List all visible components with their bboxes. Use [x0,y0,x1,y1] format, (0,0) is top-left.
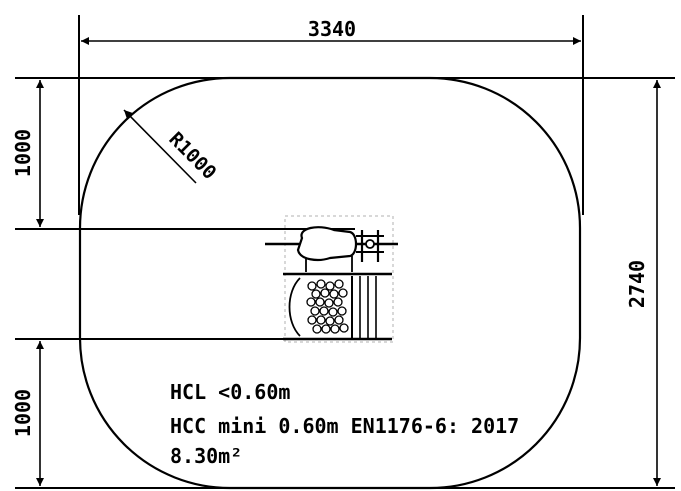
equipment-side-panel [288,277,301,337]
equipment-seat [296,226,358,261]
dim-text-bottom-offset: 1000 [11,389,35,437]
dimension-lines [36,37,661,486]
equipment-bounding-box [284,215,394,343]
safety-zone-outline [78,76,582,490]
note-area: 8.30m² [170,444,242,468]
dim-text-top-offset: 1000 [11,129,35,177]
equipment-handle-knob [365,239,375,249]
equipment-ball-fill [306,279,349,334]
dim-text-height: 2740 [625,260,649,308]
dim-line-radius [123,109,197,184]
note-hcl: HCL <0.60m [170,380,290,404]
note-hcc: HCC mini 0.60m EN1176-6: 2017 [170,414,519,438]
dim-text-width: 3340 [308,17,356,41]
dim-text-radius: R1000 [164,128,220,184]
equipment-plan-view [265,215,398,343]
